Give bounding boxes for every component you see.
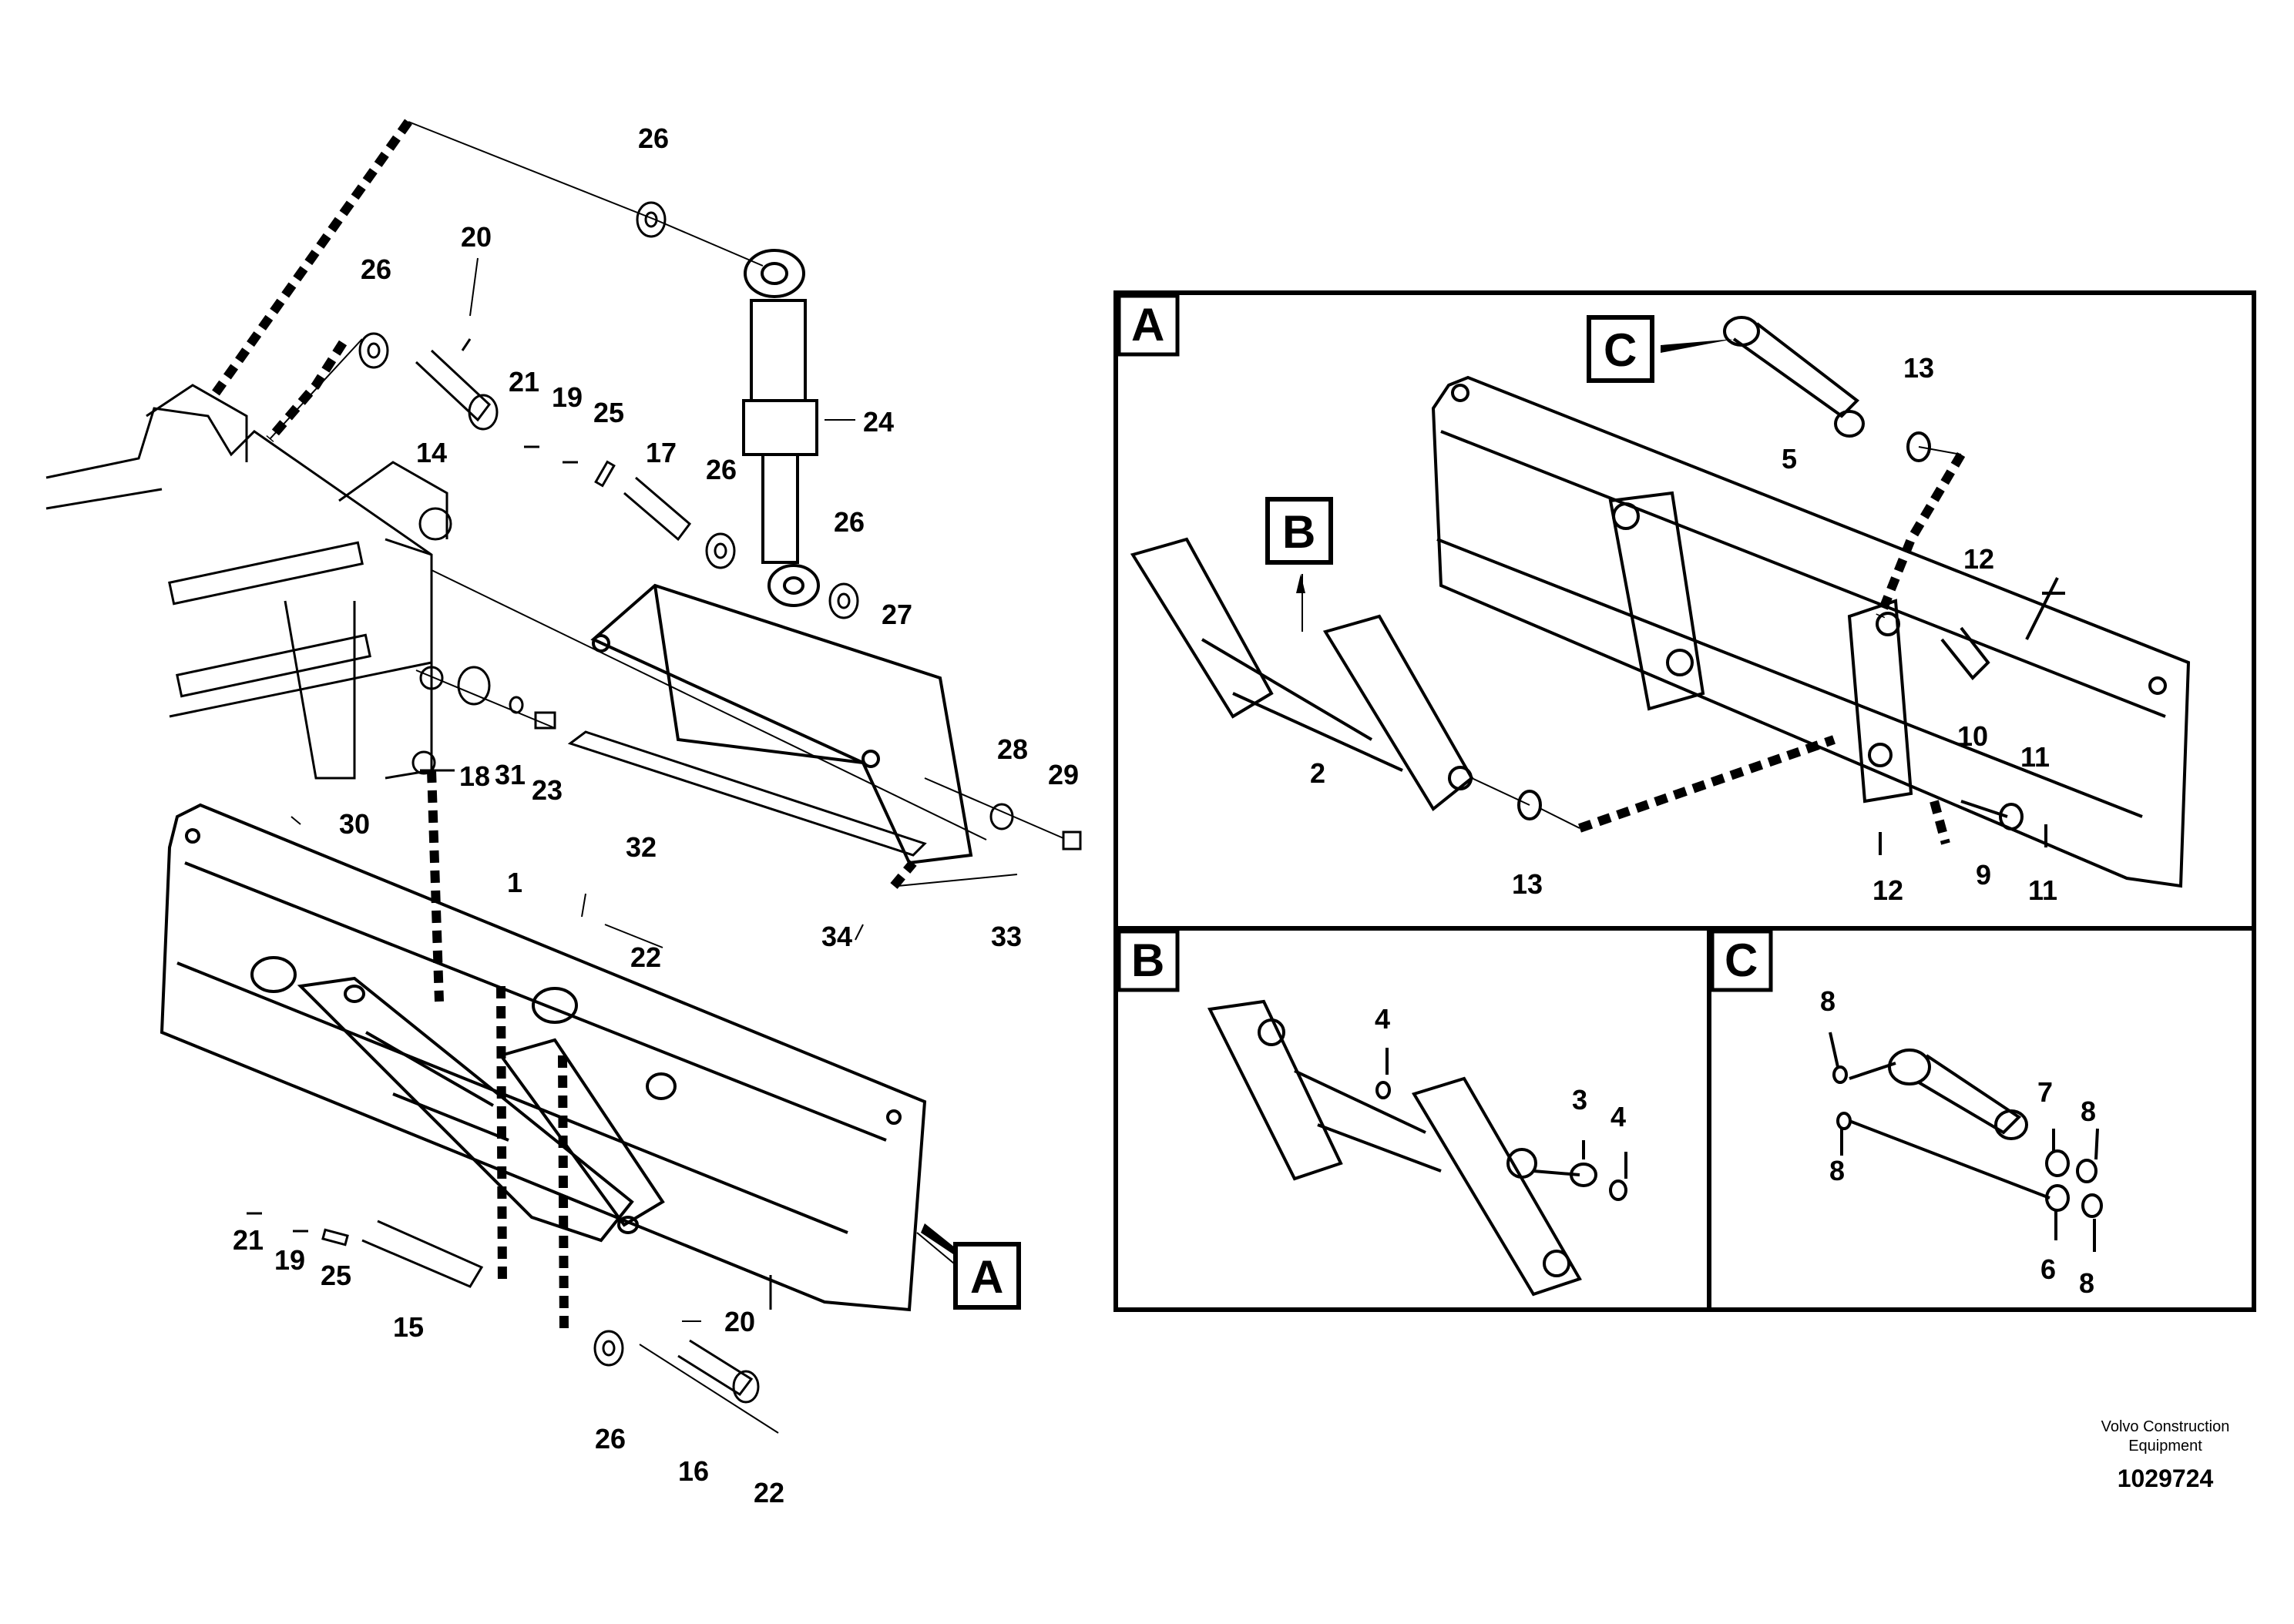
callout-21: 21	[509, 366, 539, 398]
callout-5: 5	[1782, 443, 1797, 475]
callout-20: 20	[724, 1306, 755, 1337]
callout-19: 19	[274, 1244, 305, 1276]
callout-8: 8	[2081, 1096, 2096, 1127]
callout-27: 27	[882, 599, 912, 630]
reference-box-a: A	[921, 1223, 1021, 1310]
callout-31: 31	[495, 759, 526, 790]
main-exploded-view	[45, 119, 1082, 1434]
callout-24: 24	[863, 406, 894, 438]
callout-30: 30	[339, 808, 370, 840]
reference-box-a-label: A	[970, 1251, 1003, 1303]
callout-8: 8	[2079, 1267, 2094, 1299]
callout-8: 8	[1829, 1155, 1845, 1186]
callout-29: 29	[1048, 759, 1079, 790]
callout-16: 16	[678, 1455, 709, 1487]
callout-32: 32	[626, 831, 657, 863]
footer: Volvo Construction Equipment 1029724	[2101, 1418, 2230, 1492]
inset-panel-a: A	[1113, 290, 2256, 931]
inset-b-label: B	[1131, 934, 1164, 986]
callout-17: 17	[646, 437, 677, 468]
callout-15: 15	[393, 1311, 424, 1343]
callout-26: 26	[361, 253, 391, 285]
callout-2: 2	[1310, 757, 1325, 789]
callout-18: 18	[459, 760, 490, 792]
callout-25: 25	[321, 1260, 351, 1291]
callout-9: 9	[1976, 859, 1991, 891]
callout-20: 20	[461, 221, 492, 253]
callout-33: 33	[991, 921, 1022, 952]
callout-26: 26	[834, 506, 865, 538]
inset-a-pointer-b: B	[1282, 506, 1315, 558]
callout-3: 3	[1572, 1084, 1587, 1116]
inset-panel-b: B 4 3 4	[1113, 926, 1711, 1312]
callout-21: 21	[233, 1224, 264, 1256]
inset-a-label: A	[1131, 299, 1164, 351]
callout-7: 7	[2037, 1076, 2053, 1108]
inset-panel-c: C 8 7 8 8 6 8	[1707, 926, 2256, 1312]
inset-c-label: C	[1725, 934, 1758, 986]
callout-26: 26	[638, 122, 669, 154]
callout-14: 14	[416, 437, 447, 468]
company-name-line1: Volvo Construction	[2101, 1418, 2230, 1435]
callout-23: 23	[532, 774, 563, 806]
callout-22: 22	[630, 941, 661, 973]
main-callouts: 26 20 26 21 19 25 14 24 17 26 26 27 18 3…	[233, 122, 1079, 1508]
callout-6: 6	[2040, 1253, 2056, 1285]
callout-10: 10	[1957, 720, 1988, 752]
callout-22: 22	[754, 1477, 784, 1508]
callout-13: 13	[1903, 352, 1934, 384]
callout-11: 11	[2020, 741, 2050, 773]
callout-8: 8	[1820, 985, 1836, 1017]
callout-12: 12	[1963, 543, 1994, 575]
inset-a-pointer-c: C	[1604, 324, 1637, 376]
callout-11: 11	[2028, 874, 2057, 906]
callout-4: 4	[1375, 1003, 1390, 1035]
callout-28: 28	[997, 733, 1028, 765]
company-name-line2: Equipment	[2128, 1438, 2202, 1455]
callout-12: 12	[1872, 874, 1903, 906]
document-number: 1029724	[2118, 1465, 2214, 1492]
callout-26: 26	[706, 454, 737, 485]
callout-1: 1	[507, 867, 522, 898]
callout-13: 13	[1512, 868, 1543, 900]
callout-25: 25	[593, 397, 624, 428]
callout-19: 19	[552, 381, 583, 413]
callout-34: 34	[821, 921, 852, 952]
callout-26: 26	[595, 1423, 626, 1455]
callout-4: 4	[1611, 1101, 1626, 1132]
